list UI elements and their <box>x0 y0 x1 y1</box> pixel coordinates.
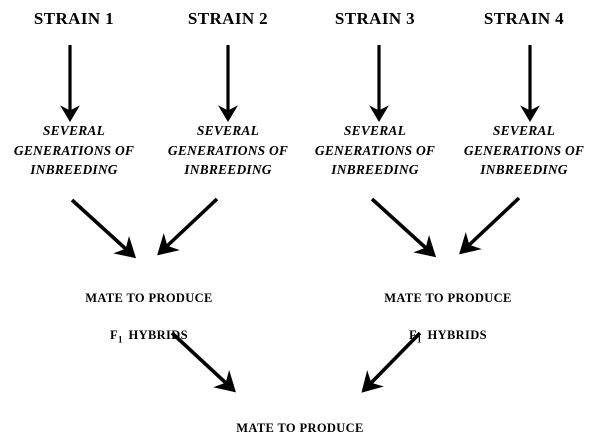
arrow-inbreeding-to-f1-2 <box>157 197 219 256</box>
f1-cross-label-right: MATE TO PRODUCE F1 HYBRIDS <box>368 270 528 366</box>
f1-hybrids-right: HYBRIDS <box>427 328 487 343</box>
f1-hybrids-left: HYBRIDS <box>128 328 188 343</box>
inbreeding-block-4: SEVERAL GENERATIONS OF INBREEDING <box>463 123 585 178</box>
f1-cross-line1-left: MATE TO PRODUCE <box>85 290 213 305</box>
arrow-f1-to-dihybrid-2 <box>361 331 422 393</box>
f1-symbol-right: F <box>409 328 418 343</box>
inbreeding-block-1: SEVERAL GENERATIONS OF INBREEDING <box>13 123 135 178</box>
strain-label-2: STRAIN 2 <box>187 9 269 28</box>
inbreeding-block-2: SEVERAL GENERATIONS OF INBREEDING <box>167 123 289 178</box>
strain-label-3: STRAIN 3 <box>334 9 416 28</box>
final-diagonal-arrows-group <box>170 331 422 393</box>
vertical-arrows-group <box>60 45 540 122</box>
f1-diagonal-arrows-group <box>70 196 521 259</box>
strain-label-4: STRAIN 4 <box>483 9 565 28</box>
arrow-f1-to-dihybrid-1 <box>170 331 236 393</box>
arrow-inbreeding-to-f1-4 <box>459 196 521 255</box>
f1-cross-label-left: MATE TO PRODUCE F1 HYBRIDS <box>69 270 229 366</box>
arrow-inbreeding-to-f1-1 <box>70 198 137 259</box>
strain-label-1: STRAIN 1 <box>33 9 115 28</box>
f1-subscript-right: 1 <box>417 334 422 345</box>
f1-symbol-left: F <box>110 328 119 343</box>
arrow-inbreeding-to-f1-3 <box>370 197 437 258</box>
inbreeding-block-3: SEVERAL GENERATIONS OF INBREEDING <box>314 123 436 178</box>
f1-cross-line2-left: F1 HYBRIDS <box>69 326 229 347</box>
f1-cross-line1-right: MATE TO PRODUCE <box>384 290 512 305</box>
f1-cross-line2-right: F1 HYBRIDS <box>368 326 528 347</box>
final-cross-line1: MATE TO PRODUCE <box>236 420 364 435</box>
f1-subscript-left: 1 <box>118 334 123 345</box>
final-cross-label: MATE TO PRODUCE DI-HYBRIDS <box>220 400 380 447</box>
